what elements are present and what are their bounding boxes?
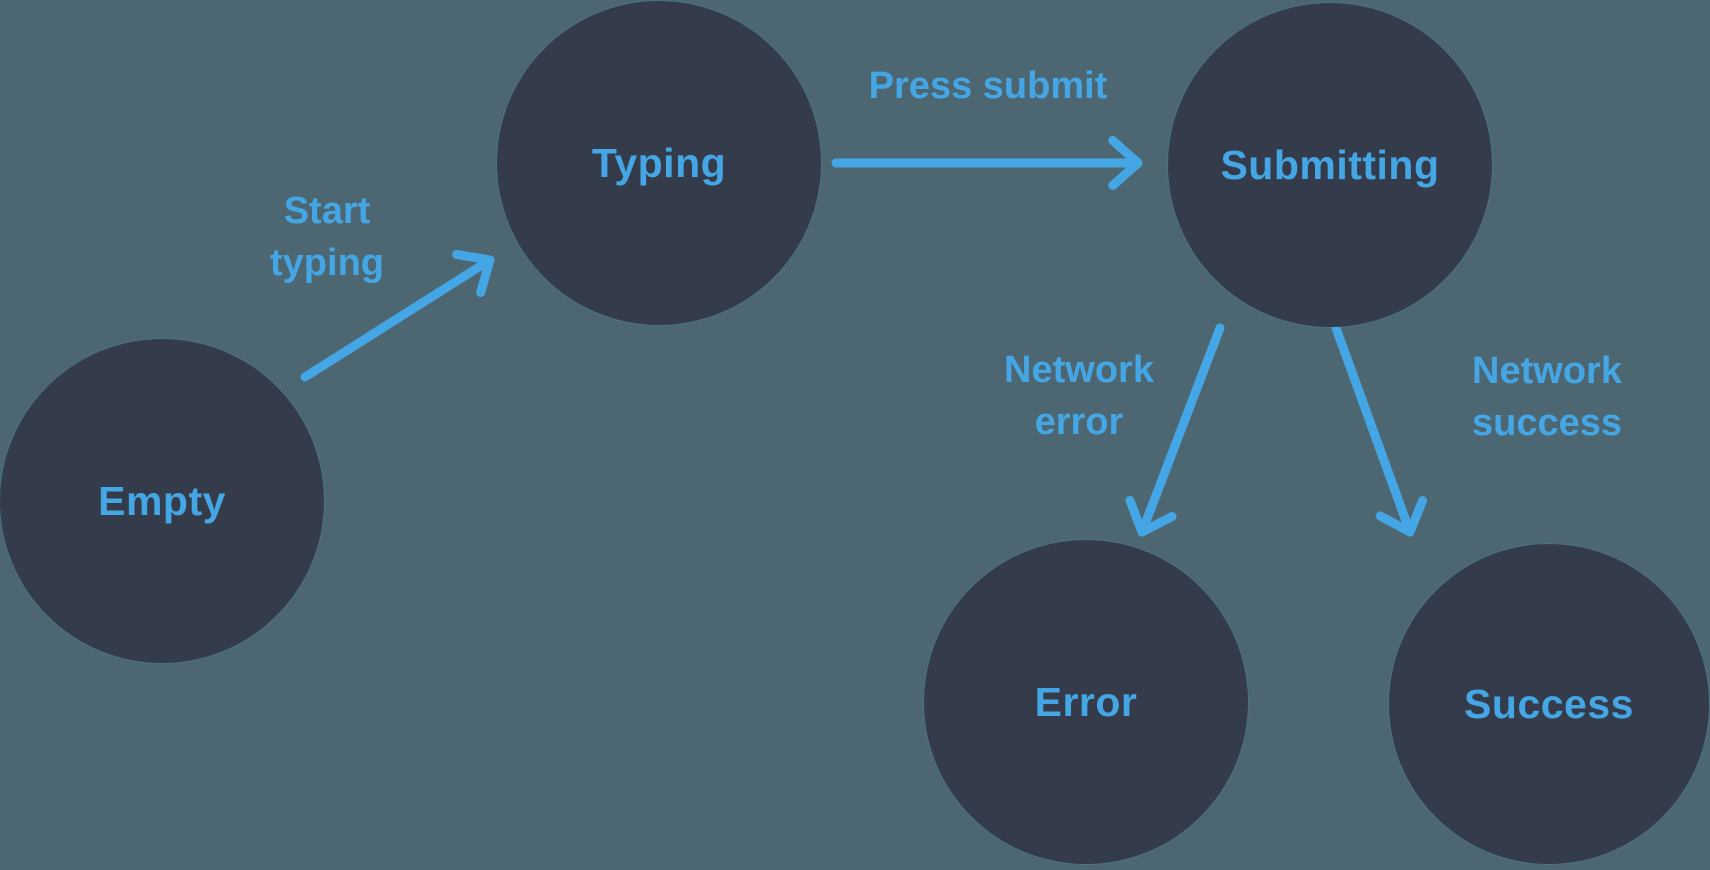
- state-success: Success: [1389, 544, 1709, 864]
- state-error-label: Error: [1034, 678, 1138, 725]
- transition-arrow-start-typing: [300, 249, 495, 382]
- transition-label-start-typing-line1: Start: [283, 190, 371, 232]
- transition-label-start-typing-line2: typing: [270, 242, 384, 284]
- state-success-label: Success: [1464, 680, 1634, 727]
- transition-label-network-success-line2: success: [1471, 402, 1623, 444]
- transition-label-network-error-line2: error: [1034, 401, 1124, 443]
- transition-label-network-error-line1: Network: [1004, 349, 1154, 391]
- state-typing: Typing: [497, 1, 821, 325]
- transition-label-network-error: Network error: [1004, 344, 1154, 448]
- state-error: Error: [924, 540, 1248, 864]
- state-submitting: Submitting: [1168, 3, 1492, 327]
- state-empty: Empty: [0, 339, 324, 663]
- transition-label-start-typing: Start typing: [270, 185, 384, 289]
- transition-arrow-network-error: [1125, 323, 1225, 537]
- state-typing-label: Typing: [591, 139, 727, 186]
- state-submitting-label: Submitting: [1220, 141, 1440, 188]
- transition-label-network-success: Network success: [1472, 345, 1622, 449]
- transition-arrow-network-success: [1331, 323, 1428, 537]
- transition-label-press-submit: Press submit: [868, 65, 1108, 107]
- transition-label-network-success-line1: Network: [1472, 350, 1622, 392]
- state-empty-label: Empty: [98, 477, 226, 524]
